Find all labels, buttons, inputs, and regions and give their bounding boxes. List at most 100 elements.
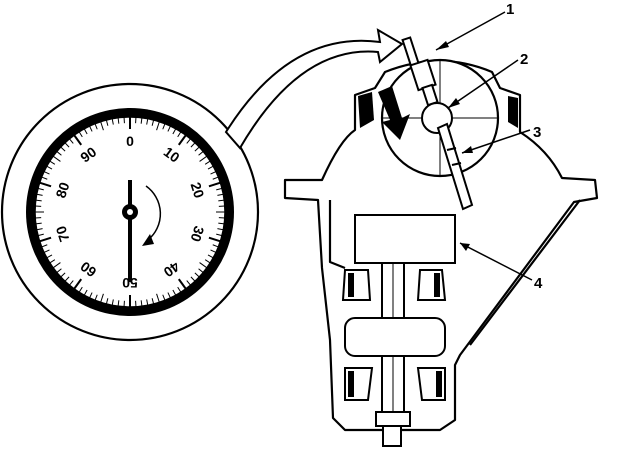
dial-tick (204, 160, 211, 165)
dial-tick (78, 286, 83, 293)
dial-tick (100, 121, 104, 131)
housing-shading (358, 92, 518, 128)
dial-tick (43, 249, 50, 253)
dial-rotation-arrowhead (142, 234, 154, 246)
dial-tick (111, 299, 114, 306)
dial-tick (207, 254, 214, 259)
dial-tick (94, 294, 98, 301)
dial-tick (94, 123, 98, 130)
dial-tick (172, 289, 177, 296)
callout-4: 4 (534, 275, 543, 292)
dial-tick (105, 298, 109, 305)
dial-tick (56, 151, 62, 156)
dial-tick (190, 276, 196, 282)
callout-3: 3 (533, 124, 541, 141)
dial-tick (69, 138, 74, 144)
dial-tick (49, 160, 56, 165)
dial-tick (198, 151, 204, 156)
dial-tick (177, 286, 182, 293)
leader-arrowheads (436, 41, 473, 251)
dial-tick (146, 299, 149, 306)
dial-tick (207, 165, 214, 170)
dial-tick (46, 254, 53, 259)
dial-tick (60, 146, 66, 152)
dial-tick (36, 193, 43, 196)
dial-tick (64, 142, 70, 148)
dial-tick (36, 228, 43, 231)
dial-tick (52, 262, 61, 269)
dial-tick (216, 233, 223, 237)
bearing-spacer (344, 317, 446, 357)
dial-tick (39, 181, 52, 188)
dial-tick (194, 146, 200, 152)
dial-label-50: 50 (122, 275, 138, 291)
dial-tick (162, 294, 166, 301)
callout-1: 1 (506, 1, 514, 18)
dial-tick (212, 244, 219, 248)
dial-tick (117, 300, 120, 307)
leader-3 (461, 129, 531, 154)
upper-bearing-left (341, 269, 372, 301)
dial-label-20: 20 (188, 180, 208, 200)
dial-tick (210, 171, 217, 175)
dial-tick (140, 300, 143, 307)
dial-tick (156, 293, 160, 303)
dial-tick (140, 117, 143, 124)
dial-tick (73, 278, 83, 290)
dial-ticks (35, 117, 225, 307)
callout-2: 2 (520, 51, 528, 68)
dial-tick (35, 222, 42, 225)
dial-rotation-arrow (145, 185, 162, 241)
dial-tick (186, 138, 191, 144)
dial-tick (156, 121, 160, 131)
dial-tick (167, 125, 171, 132)
leader-2 (447, 59, 519, 109)
dial-tick (46, 165, 53, 170)
dial-tick (186, 280, 191, 286)
dial-label-80: 80 (52, 180, 72, 200)
dial-tick (198, 268, 204, 273)
dial-tick (89, 292, 93, 299)
rotation-arrow-bold (378, 86, 410, 140)
contact-arm (436, 122, 474, 211)
dial-tick (64, 276, 70, 282)
dial-tick (73, 134, 83, 146)
dial-tick (172, 128, 177, 135)
pinion-head (354, 214, 456, 264)
dial-tick (35, 199, 42, 202)
dial-tick (89, 125, 93, 132)
dial-tick (208, 181, 221, 188)
dial-tick (217, 228, 224, 231)
dial-tick (41, 176, 48, 180)
dial-tick (83, 289, 88, 296)
dial-tick (49, 259, 56, 264)
dial-label-0: 0 (126, 133, 134, 149)
dial-tick (37, 187, 44, 191)
upper-bearing-right (416, 269, 447, 301)
dial-tick (217, 193, 224, 196)
leader-1 (435, 11, 506, 51)
dial-label-30: 30 (187, 224, 207, 244)
dial-tick (177, 278, 187, 290)
dial-tick (78, 131, 83, 138)
dial-tick (83, 128, 88, 135)
dial-tick (218, 222, 225, 225)
dial-tick (56, 268, 62, 273)
dial-tick (105, 119, 109, 126)
dial-tick (69, 280, 74, 286)
connector-arrow-band (224, 28, 404, 150)
dial-tick (194, 272, 200, 278)
dial-tick (100, 293, 104, 303)
dial-tick (208, 236, 221, 243)
dial-tick (151, 119, 155, 126)
leader-4 (459, 242, 533, 281)
bearing-shading (348, 273, 442, 397)
pinion-nut (375, 411, 411, 427)
dial-tick (151, 298, 155, 305)
dial-tick (43, 171, 50, 175)
dial-tick (52, 155, 61, 162)
